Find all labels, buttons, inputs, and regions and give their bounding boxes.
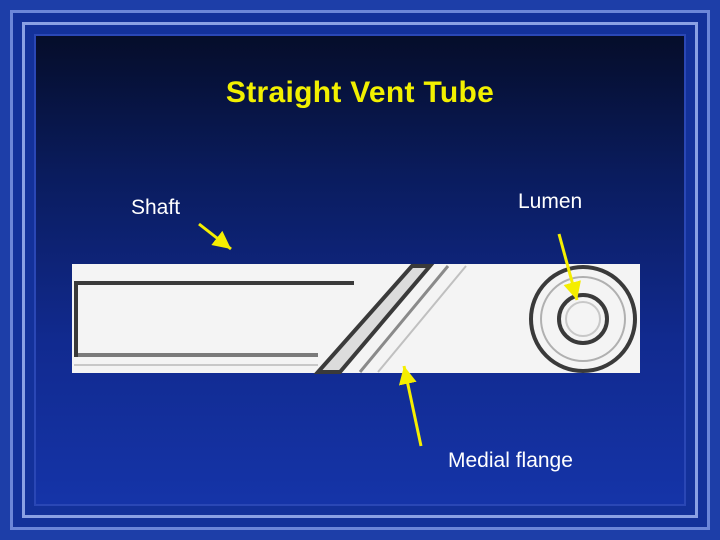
shaft-arrow: [198, 222, 232, 251]
medial-flange-arrow: [398, 365, 423, 447]
slide-inner-border: [22, 22, 698, 518]
slide-title: Straight Vent Tube: [225, 76, 495, 109]
medial-flange-label: Medial flange: [448, 449, 573, 472]
shaft-outline: [74, 281, 354, 366]
shaft-label: Shaft: [131, 196, 181, 219]
lumen-label: Lumen: [518, 190, 583, 213]
medial-flange-shape: [313, 264, 467, 374]
lumen-arrow: [557, 233, 581, 301]
lumen-rings: [529, 265, 637, 373]
